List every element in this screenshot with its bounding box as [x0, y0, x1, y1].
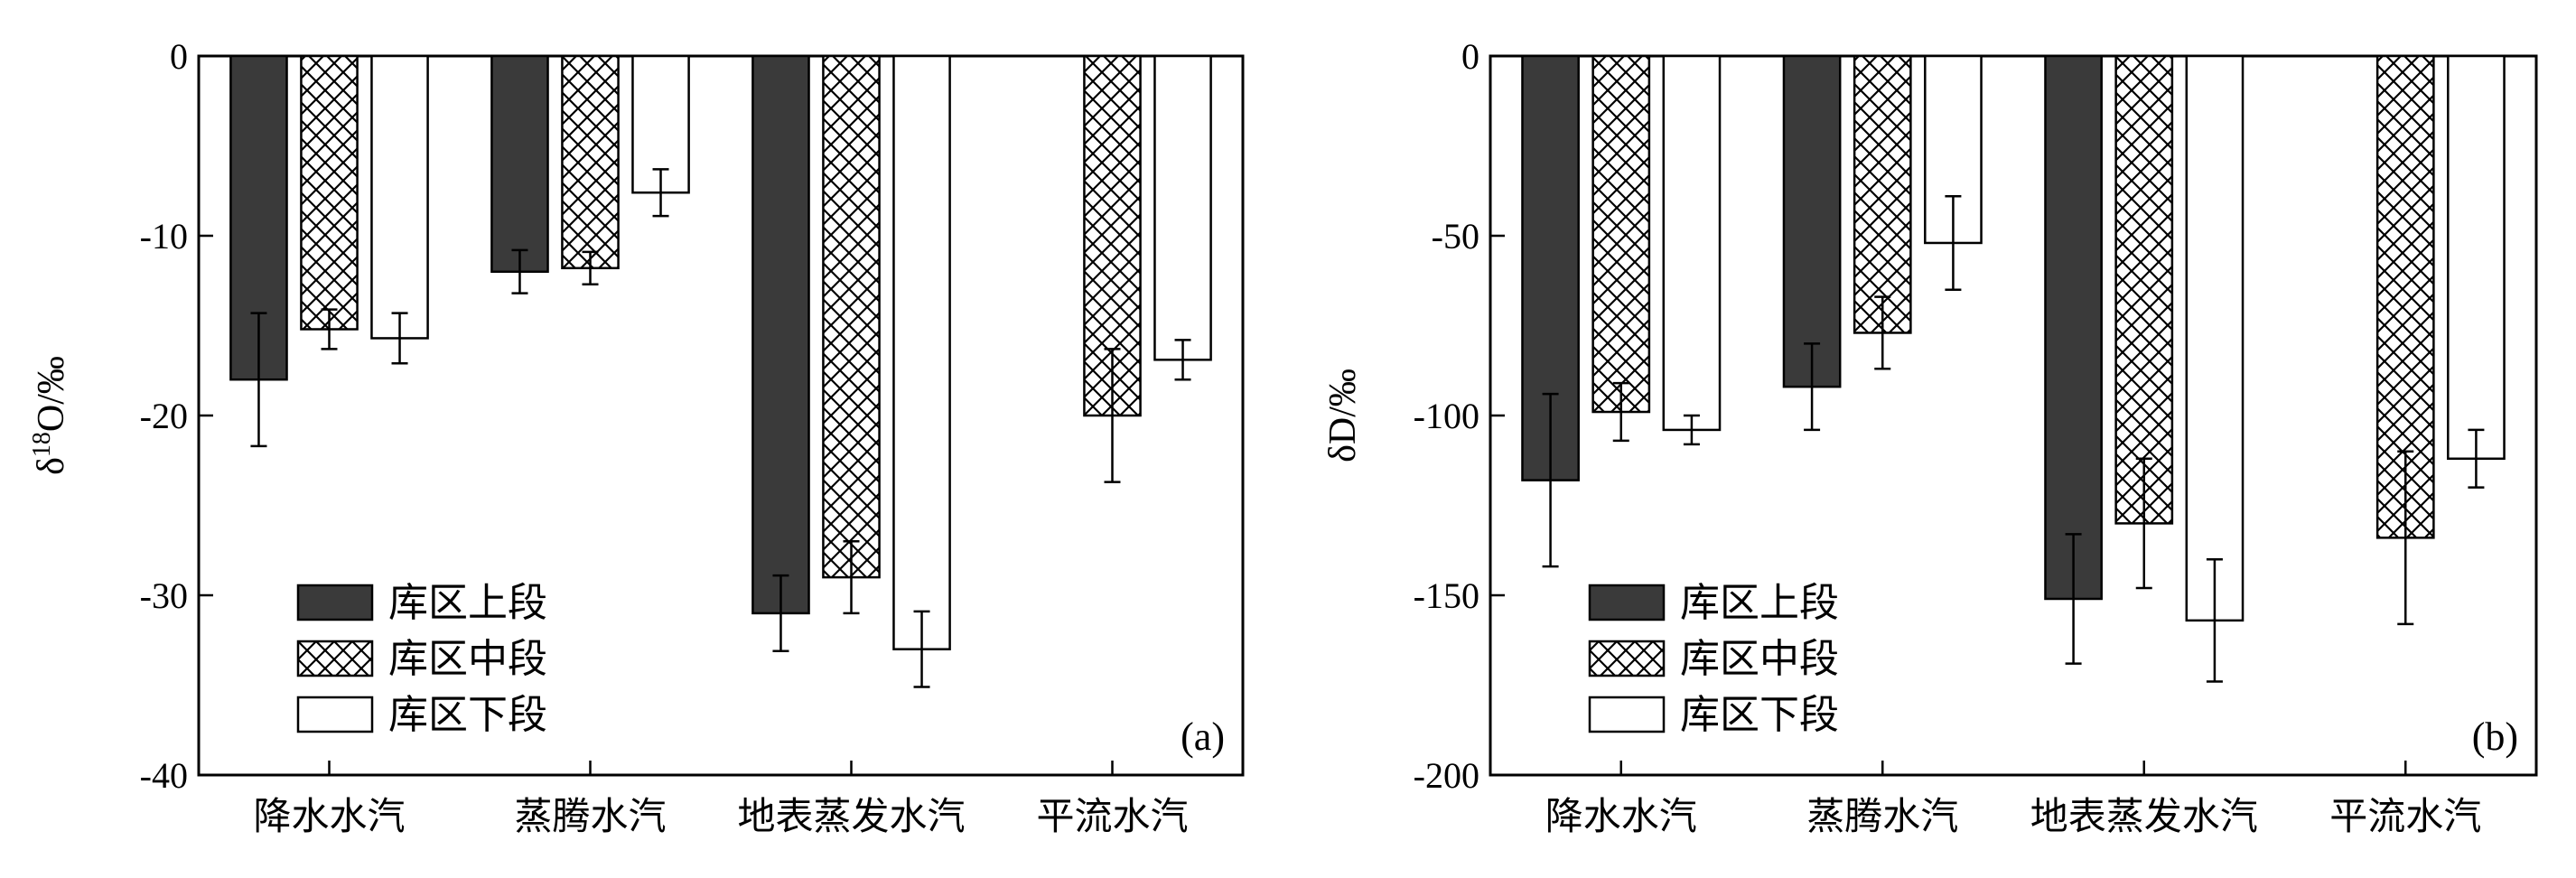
- bar-lower: [1662, 54, 1722, 432]
- bar-lower: [2447, 54, 2506, 461]
- bar-lower: [370, 54, 429, 340]
- x-category-label: 蒸腾水汽: [514, 797, 666, 838]
- x-category-label: 蒸腾水汽: [1806, 797, 1958, 838]
- bar-middle: [561, 54, 620, 270]
- legend-label: 库区上段: [388, 581, 547, 625]
- chart-panel-0: 0 -10 -20 -30 -40 降水水汽 蒸腾水汽 地表蒸发水汽 平流水汽 库区上段库区中段库…: [28, 36, 1245, 838]
- legend-swatch-middle: [1588, 640, 1666, 677]
- bar-lower: [1153, 54, 1212, 361]
- bar-upper: [1782, 54, 1842, 388]
- y-axis-title: δD/‰: [1322, 369, 1364, 462]
- y-axis-title: δ18O/‰: [28, 356, 73, 475]
- legend-label: 库区中段: [1680, 637, 1839, 681]
- legend-swatch-upper: [1588, 584, 1666, 621]
- x-category-label: 地表蒸发水汽: [2030, 797, 2258, 838]
- bar-middle: [1591, 54, 1651, 414]
- y-tick-label: -100: [1414, 396, 1479, 436]
- bar-lower: [892, 54, 951, 650]
- legend-label: 库区下段: [388, 693, 547, 737]
- bar-upper: [2044, 54, 2103, 601]
- bar-middle: [300, 54, 359, 331]
- y-tick-label: -10: [140, 216, 188, 257]
- bar-upper: [751, 54, 810, 615]
- legend-swatch-lower: [1588, 696, 1666, 733]
- legend-swatch-lower: [296, 696, 374, 733]
- bar-middle: [1853, 54, 1912, 334]
- y-tick-label: 0: [1461, 36, 1479, 77]
- legend-label: 库区下段: [1680, 693, 1839, 737]
- legend-label: 库区上段: [1680, 581, 1839, 625]
- chart-panel-1: 0 -50 -100 -150 -200 降水水汽 蒸腾水汽 地表蒸发水汽 平流水汽 库区上段库区…: [1322, 36, 2538, 838]
- y-tick-label: 0: [170, 36, 188, 77]
- y-tick-label: -50: [1432, 216, 1479, 257]
- x-category-label: 降水水汽: [1545, 797, 1697, 838]
- y-tick-label: -40: [140, 755, 188, 796]
- x-category-label: 平流水汽: [1036, 797, 1188, 838]
- bar-lower: [2185, 54, 2245, 622]
- y-axis-title-base: δD/‰: [1322, 369, 1364, 462]
- x-category-label: 地表蒸发水汽: [737, 797, 965, 838]
- y-axis-title-base: δ: [31, 457, 72, 475]
- bar-middle: [822, 54, 881, 579]
- panel-label: (b): [2472, 715, 2518, 759]
- legend-swatch-upper: [296, 584, 374, 621]
- y-tick-label: -200: [1414, 755, 1479, 796]
- bar-upper: [490, 54, 549, 274]
- legend-label: 库区中段: [388, 637, 547, 681]
- y-tick-label: -20: [140, 396, 188, 436]
- panel-label: (a): [1181, 715, 1225, 759]
- y-tick-label: -150: [1414, 575, 1479, 616]
- x-category-label: 降水水汽: [253, 797, 405, 838]
- y-axis-title-superscript: 18: [28, 432, 56, 457]
- legend-swatch-middle: [296, 640, 374, 677]
- x-category-label: 平流水汽: [2329, 797, 2481, 838]
- y-tick-label: -30: [140, 575, 188, 616]
- y-axis-title-rest: O/‰: [31, 356, 72, 432]
- bar-middle: [2114, 54, 2174, 525]
